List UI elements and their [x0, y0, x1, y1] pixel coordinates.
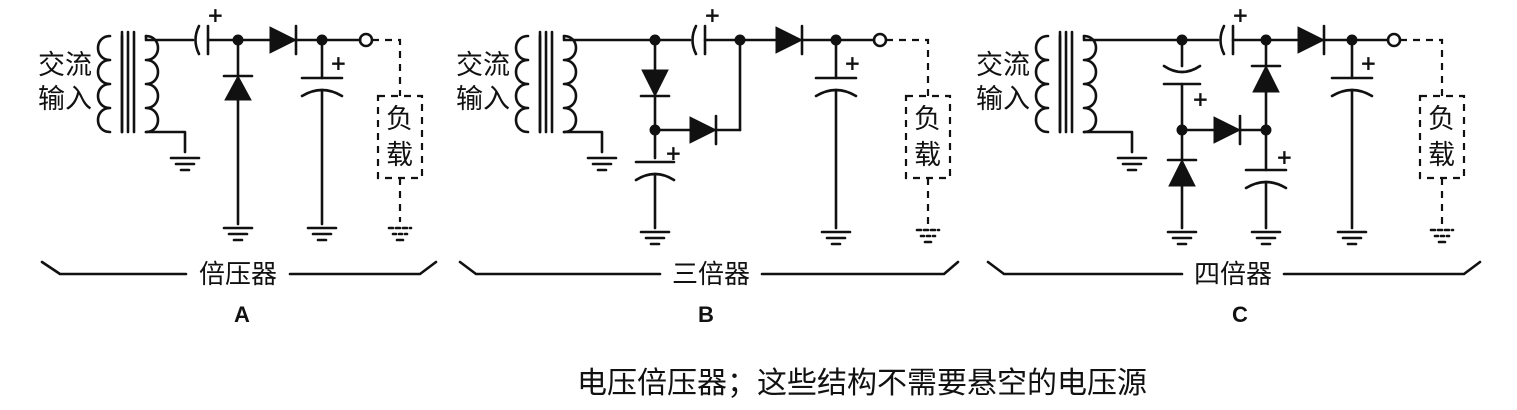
- panel-a-doubler: 交流 输入 + + 负 载: [38, 3, 438, 327]
- load-label-c-2: 载: [1428, 140, 1455, 171]
- ground-b-4: [915, 228, 941, 244]
- ac-input-label-b-1: 交流: [456, 50, 510, 81]
- wire-a-bottom: [144, 130, 187, 154]
- ground-a-3: [306, 226, 338, 242]
- load-label-a-1: 负: [386, 104, 413, 135]
- ground-b-1: [586, 156, 618, 172]
- plus-b-2: +: [704, 3, 721, 27]
- load-label-b-1: 负: [914, 104, 941, 135]
- wire-b-bottom: [562, 130, 604, 154]
- diode-c-d2: [1213, 116, 1242, 144]
- plus-a-1: +: [207, 3, 224, 27]
- plus-b-1: +: [665, 141, 682, 165]
- diode-c-d1: [1168, 158, 1196, 187]
- plus-c-4: +: [1360, 51, 1377, 75]
- wire-b-top: [562, 34, 692, 42]
- ground-b-3: [820, 230, 852, 246]
- plus-c-3: +: [1276, 145, 1293, 169]
- ac-input-label-b-2: 输入: [456, 84, 510, 115]
- panel-b-tripler: 交流 输入 + +: [456, 3, 960, 327]
- ground-a-1: [169, 156, 201, 172]
- transformer-c: [1034, 30, 1098, 134]
- ground-a-4: [387, 226, 413, 242]
- capacitor-c-c2: [1219, 24, 1226, 56]
- output-terminal-a: [358, 32, 374, 48]
- ground-c-2: [1166, 230, 1198, 246]
- plus-c-2: +: [1232, 3, 1249, 27]
- bracket-a-right: [288, 260, 438, 276]
- wire-c-bottom: [1082, 130, 1134, 154]
- diode-b-d2: [689, 116, 718, 144]
- load-label-b-2: 载: [914, 140, 941, 171]
- plus-a-2: +: [330, 51, 347, 75]
- panel-a-name: 倍压器: [199, 260, 277, 290]
- panel-b-letter: B: [698, 302, 714, 327]
- ground-c-1: [1116, 156, 1148, 172]
- ac-input-label-a-1: 交流: [38, 50, 92, 81]
- transformer-b: [514, 30, 578, 134]
- panel-c-quadrupler: 交流 输入 + + +: [976, 3, 1482, 327]
- output-terminal-c: [1386, 32, 1402, 48]
- bracket-b-right: [760, 260, 960, 276]
- ground-a-2: [222, 226, 254, 242]
- plus-b-3: +: [844, 51, 861, 75]
- load-label-a-2: 载: [386, 140, 413, 171]
- diode-a-d1: [224, 74, 252, 101]
- diode-a-d2: [269, 26, 298, 54]
- bracket-c-left: [986, 260, 1184, 276]
- panel-c-letter: C: [1232, 302, 1248, 327]
- load-label-c-1: 负: [1428, 104, 1455, 135]
- ground-c-3: [1250, 230, 1282, 246]
- ac-input-label-c-1: 交流: [976, 50, 1030, 81]
- node-b-3: [734, 34, 746, 46]
- capacitor-b-c2: [691, 24, 698, 56]
- figure-caption: 电压倍压器；这些结构不需要悬空的电压源: [577, 366, 1147, 401]
- ground-b-2: [639, 230, 671, 246]
- ground-c-4: [1336, 230, 1368, 246]
- output-terminal-b: [872, 32, 888, 48]
- ac-input-label-c-2: 输入: [976, 84, 1030, 115]
- diode-b-d3: [775, 26, 804, 54]
- ac-input-label-a-2: 输入: [38, 84, 92, 115]
- bracket-b-left: [458, 260, 662, 276]
- plus-c-1: +: [1192, 87, 1209, 111]
- diode-b-d1: [641, 69, 669, 98]
- wire-a-top: [144, 34, 195, 42]
- panel-a-letter: A: [234, 302, 250, 327]
- bracket-c-right: [1282, 260, 1482, 276]
- transformer-a: [96, 30, 160, 134]
- capacitor-a-c1: [194, 24, 201, 56]
- bracket-a-left: [40, 260, 188, 276]
- diode-c-d3: [1252, 64, 1280, 93]
- capacitor-c-c1: [1162, 64, 1202, 74]
- wire-c-top: [1082, 34, 1220, 42]
- diode-c-d4: [1297, 26, 1326, 54]
- panel-c-name: 四倍器: [1194, 260, 1272, 290]
- panel-b-name: 三倍器: [672, 260, 750, 290]
- ground-c-5: [1429, 228, 1455, 244]
